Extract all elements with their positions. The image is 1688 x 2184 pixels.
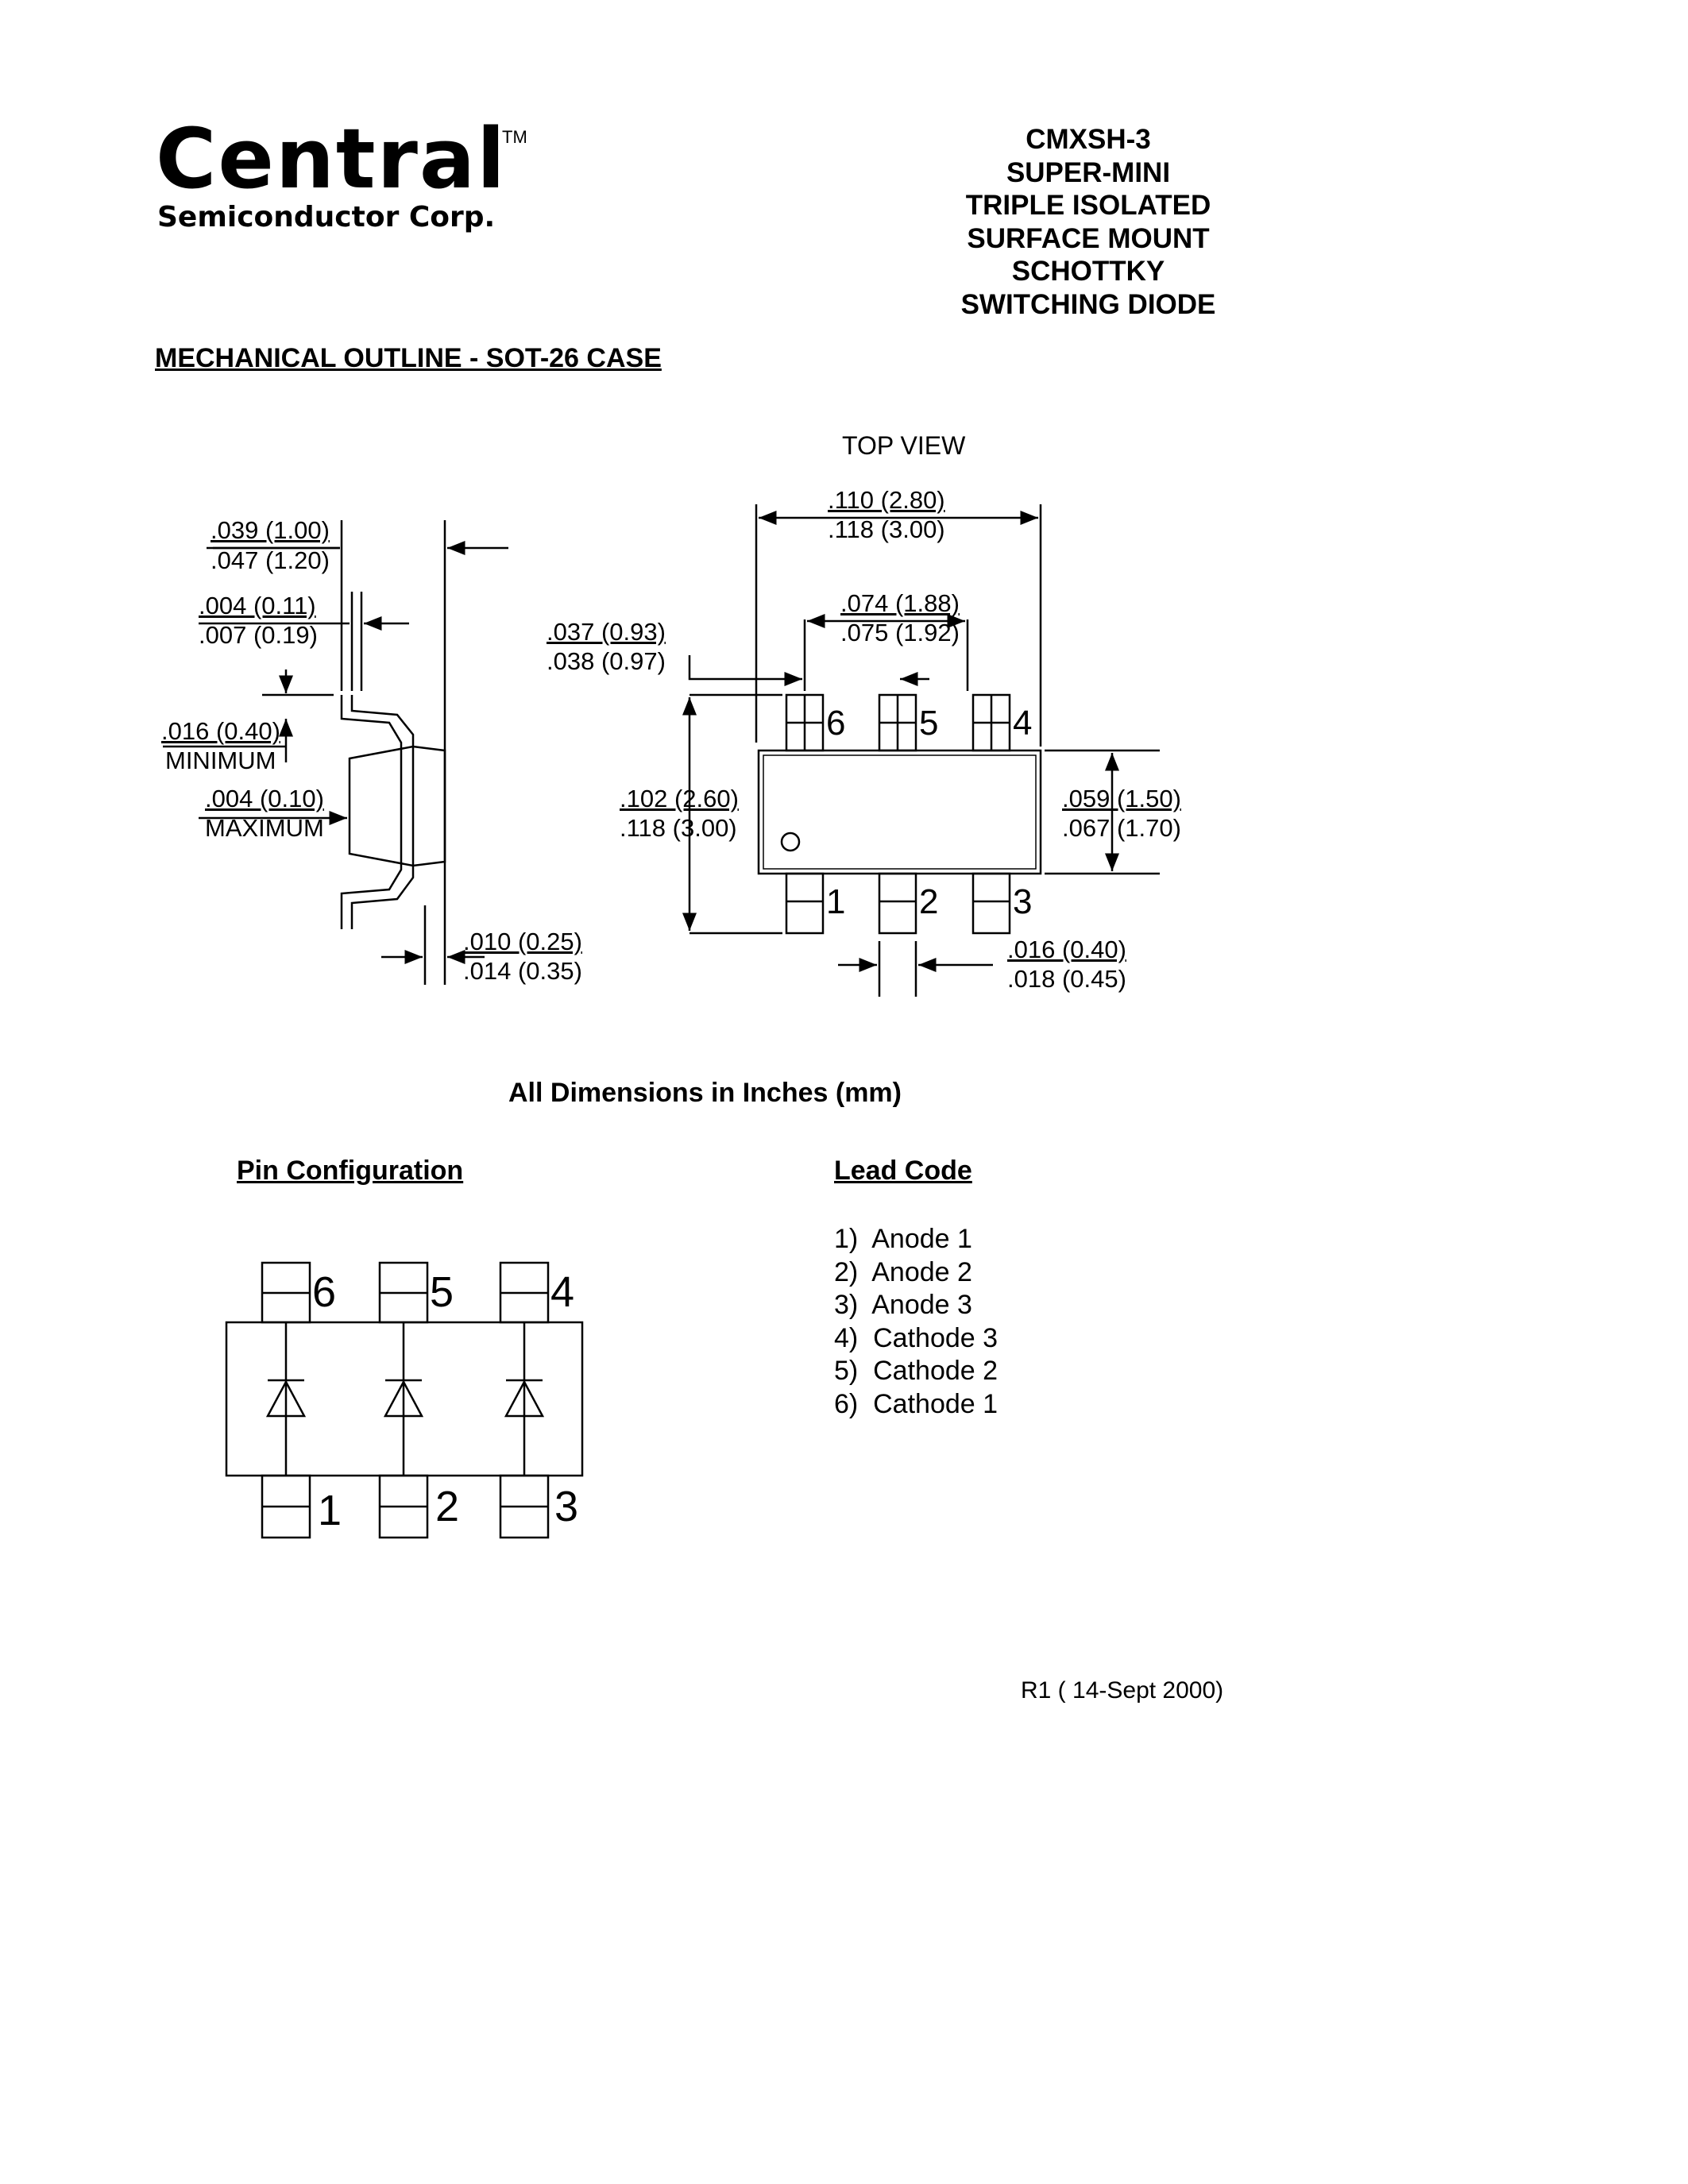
title-line: CMXSH-3 [1026,124,1151,155]
dim-label: .039 (1.00) [211,516,330,544]
pinconfig-pin-label: 3 [554,1483,578,1530]
dim-label: .047 (1.20) [211,546,330,574]
pinconfig-pin-label: 2 [435,1483,459,1530]
bottom-pin-3 [971,872,1011,935]
side-lead-right [350,695,415,929]
dim-label: .016 (0.40) [1007,936,1126,963]
title-line: TRIPLE ISOLATED [965,190,1211,221]
title-line: SURFACE MOUNT [967,222,1210,254]
top-view-pin-label: 3 [1013,882,1032,921]
top-view-pin-label: 4 [1013,704,1032,743]
top-view-label: TOP VIEW [842,431,966,460]
diode-symbol-1 [265,1322,307,1476]
company-subtitle: Semiconductor Corp. [157,201,496,233]
bottom-pin-2 [878,872,917,935]
pinconfig-pin-label: 6 [312,1268,336,1316]
dim-label: .075 (1.92) [840,619,960,646]
trademark-symbol: TM [502,127,527,147]
top-view-pin-label: 6 [826,704,845,743]
title-line: SUPER-MINI [1006,156,1171,188]
package-body-inner [763,754,1037,870]
list-item: 2) Anode 2 [834,1256,972,1287]
lead-code-list: 1) Anode 1 2) Anode 2 3) Anode 3 4) Cath… [834,1223,998,1421]
dim-label: .118 (3.00) [828,515,945,543]
list-item: 3) Anode 3 [834,1290,972,1320]
dim-label: .037 (0.93) [547,618,666,646]
company-logo: Central [156,110,507,207]
pin1-indicator [780,832,801,852]
units-note: All Dimensions in Inches (mm) [508,1078,902,1108]
title-line: SWITCHING DIODE [960,288,1216,320]
dim-label: .004 (0.11) [199,592,316,619]
dim-label: .010 (0.25) [463,928,582,955]
pin-configuration-heading: Pin Configuration [237,1156,464,1186]
dim-label: .110 (2.80) [828,486,945,514]
lead-code-heading: Lead Code [834,1156,972,1186]
list-item: 5) Cathode 2 [834,1356,999,1386]
revision-note: R1 ( 14-Sept 2000) [1021,1677,1224,1704]
top-view-pin-label: 2 [919,882,938,921]
list-item: 4) Cathode 3 [834,1322,999,1353]
pinconfig-pin-label: 4 [550,1268,574,1316]
dim-label: .018 (0.45) [1007,965,1126,993]
dim-label: .004 (0.10) [205,785,324,812]
side-lead-left [340,695,403,929]
dim-label: .102 (2.60) [620,785,739,812]
dim-label: .016 (0.40) [161,717,280,745]
part-title-block: CMXSH-3 SUPER-MINI TRIPLE ISOLATED SURFA… [921,123,1255,321]
dim-label: MAXIMUM [205,814,324,842]
package-body [757,749,1042,875]
dim-label: .007 (0.19) [199,621,318,649]
dim-label: .118 (3.00) [620,814,737,842]
bottom-pin-1 [785,872,825,935]
dim-label: .014 (0.35) [463,957,582,985]
dim-label: .059 (1.50) [1062,785,1181,812]
dim-label: .038 (0.97) [547,647,666,675]
list-item: 1) Anode 1 [834,1224,972,1254]
dim-label: .074 (1.88) [840,589,960,617]
mechanical-outline-heading: MECHANICAL OUTLINE - SOT-26 CASE [155,343,662,373]
top-view-pin-label: 1 [826,882,845,921]
top-view-pin-label: 5 [919,704,938,743]
list-item: 6) Cathode 1 [834,1388,999,1419]
pinconfig-pin-label: 5 [430,1268,454,1316]
dim-label: MINIMUM [165,747,276,774]
side-body [348,745,446,867]
diode-symbol-2 [383,1322,424,1476]
diode-symbol-3 [504,1322,545,1476]
pinconfig-pin-label: 1 [318,1487,342,1534]
dim-label: .067 (1.70) [1062,814,1181,842]
title-line: SCHOTTKY [1011,256,1165,287]
